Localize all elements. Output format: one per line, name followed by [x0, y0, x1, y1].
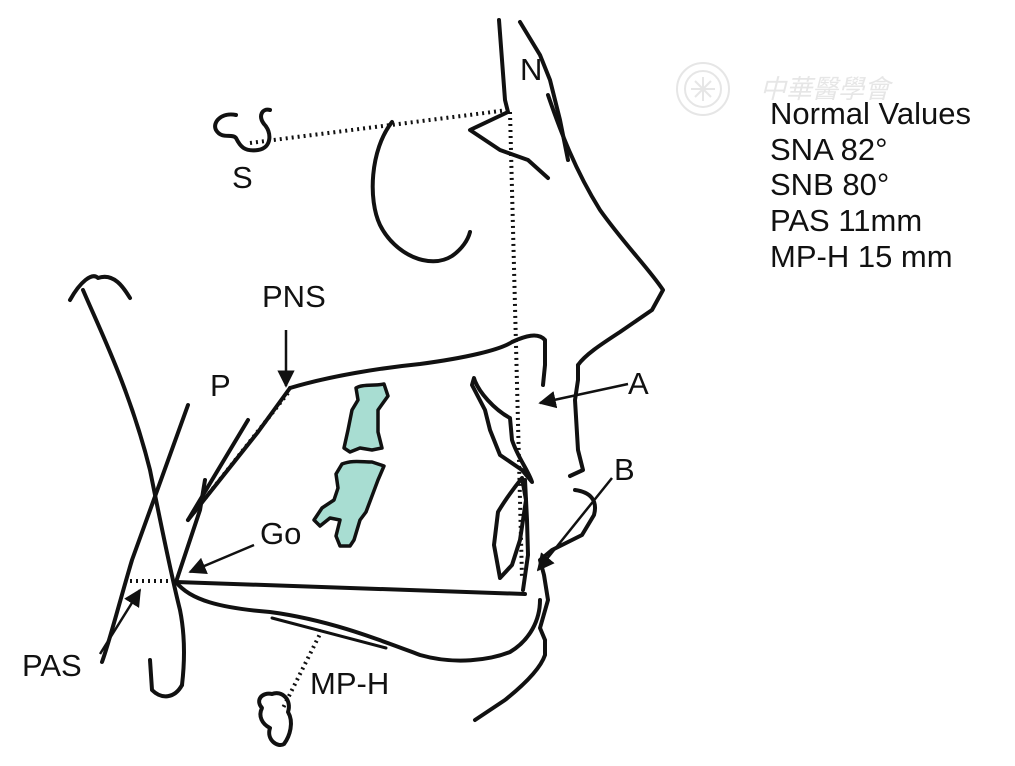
ramus-line [81, 288, 186, 687]
nasal-bone [518, 20, 570, 162]
mandible-lower-border [174, 580, 542, 663]
soft-tissue-profile [473, 93, 665, 722]
gonion-line [174, 478, 207, 584]
watermark-seal: 中華醫學會 [676, 62, 894, 116]
normal-value-sna: SNA 82° [770, 131, 888, 167]
label-go: Go [260, 516, 301, 551]
mandibular-plane [174, 580, 527, 596]
label-p: P [210, 368, 231, 403]
normal-value-mph: MP-H 15 mm [770, 238, 953, 274]
normal-values-heading: Normal Values [770, 96, 972, 131]
lower-incisor-root [521, 478, 530, 592]
lower-incisor [492, 476, 528, 580]
label-pns: PNS [262, 279, 326, 314]
ramus-posterior [68, 274, 132, 302]
go-arrow [188, 543, 255, 574]
pharyngeal-line [100, 403, 190, 664]
maxilla-outline [288, 333, 547, 390]
a-arrow [538, 382, 629, 409]
normal-value-snb: SNB 80° [770, 167, 890, 203]
normal-value-pas: PAS 11mm [770, 202, 923, 238]
airway-lower-shape [312, 459, 386, 548]
maxilla-posterior-line [186, 386, 292, 522]
frontal-nasal-outline [468, 18, 550, 180]
ramus-lower-curve [148, 658, 184, 699]
normal-values-panel: Normal Values SNA 82° SNB 80° PAS 11mm M… [770, 96, 1010, 274]
label-n: N [520, 52, 542, 87]
label-b: B [614, 452, 635, 487]
label-a: A [628, 366, 649, 401]
airway-upper-shape [342, 382, 390, 454]
sella-turcica [213, 107, 272, 153]
orbit-outline [370, 120, 472, 264]
label-mph: MP-H [310, 666, 389, 701]
b-arrow [536, 477, 613, 572]
n-vertical-line [508, 111, 524, 579]
pterygoid-line [186, 418, 250, 522]
mph-reference-line [270, 616, 388, 650]
hyoid-bone [257, 691, 293, 747]
watermark-text: 中華醫學會 [760, 75, 894, 105]
pas-arrow [98, 588, 142, 655]
label-pas: PAS [22, 648, 82, 683]
label-s: S [232, 160, 253, 195]
upper-incisor [470, 376, 534, 484]
sn-line [249, 108, 509, 145]
